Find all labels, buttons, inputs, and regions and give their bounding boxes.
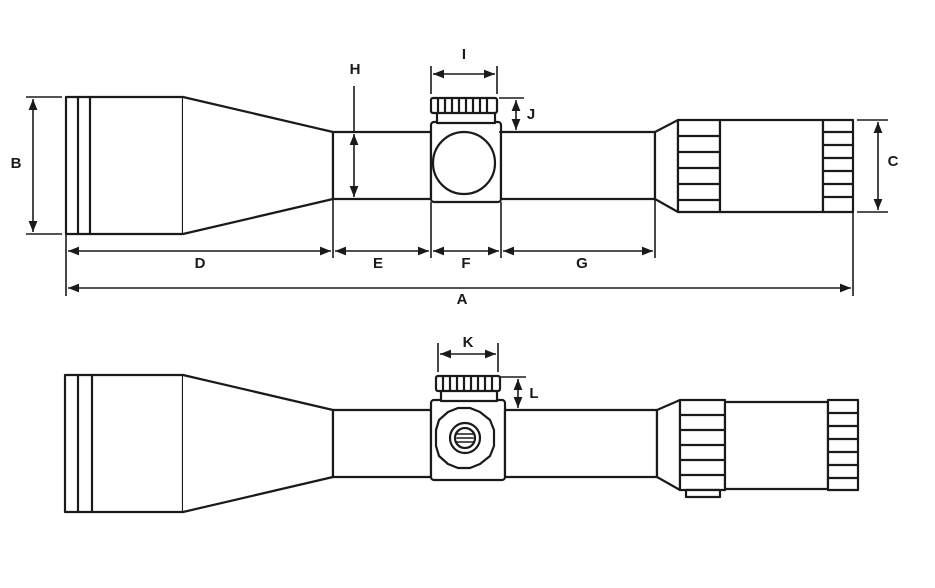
label-f: F [461,255,470,272]
elevation-turret [429,96,499,125]
objective-bell-bottom [63,373,335,514]
eyepiece [653,118,855,214]
side-turret-cap [431,130,497,196]
label-g: G [576,255,588,272]
turret-saddle [429,120,503,204]
front-tube-bottom [331,408,433,479]
label-a: A [457,291,468,308]
label-l: L [529,385,538,402]
scope-bottom-view [63,373,860,514]
dimension-lines [26,66,888,411]
objective-bell [64,95,335,236]
elevation-turret-bottom [434,374,502,403]
label-c: C [888,153,899,170]
dimension-labels: B H I J C D E F G A K L [11,46,899,402]
rear-tube-bottom [503,408,659,479]
label-d: D [195,255,206,272]
label-j: J [527,106,535,123]
label-k: K [463,334,474,351]
eyepiece-bottom [655,398,860,499]
sig-logo-icon [448,421,482,455]
label-h: H [350,61,361,78]
scope-top-view [64,95,855,236]
throw-lever [684,488,722,499]
rear-tube [499,130,657,201]
label-e: E [373,255,383,272]
turret-saddle-bottom [429,398,507,482]
label-i: I [462,46,466,63]
focus-ring [821,118,855,214]
front-tube [331,130,433,201]
label-b: B [11,155,22,172]
focus-ring-bottom [826,398,860,492]
power-ring [676,118,722,214]
